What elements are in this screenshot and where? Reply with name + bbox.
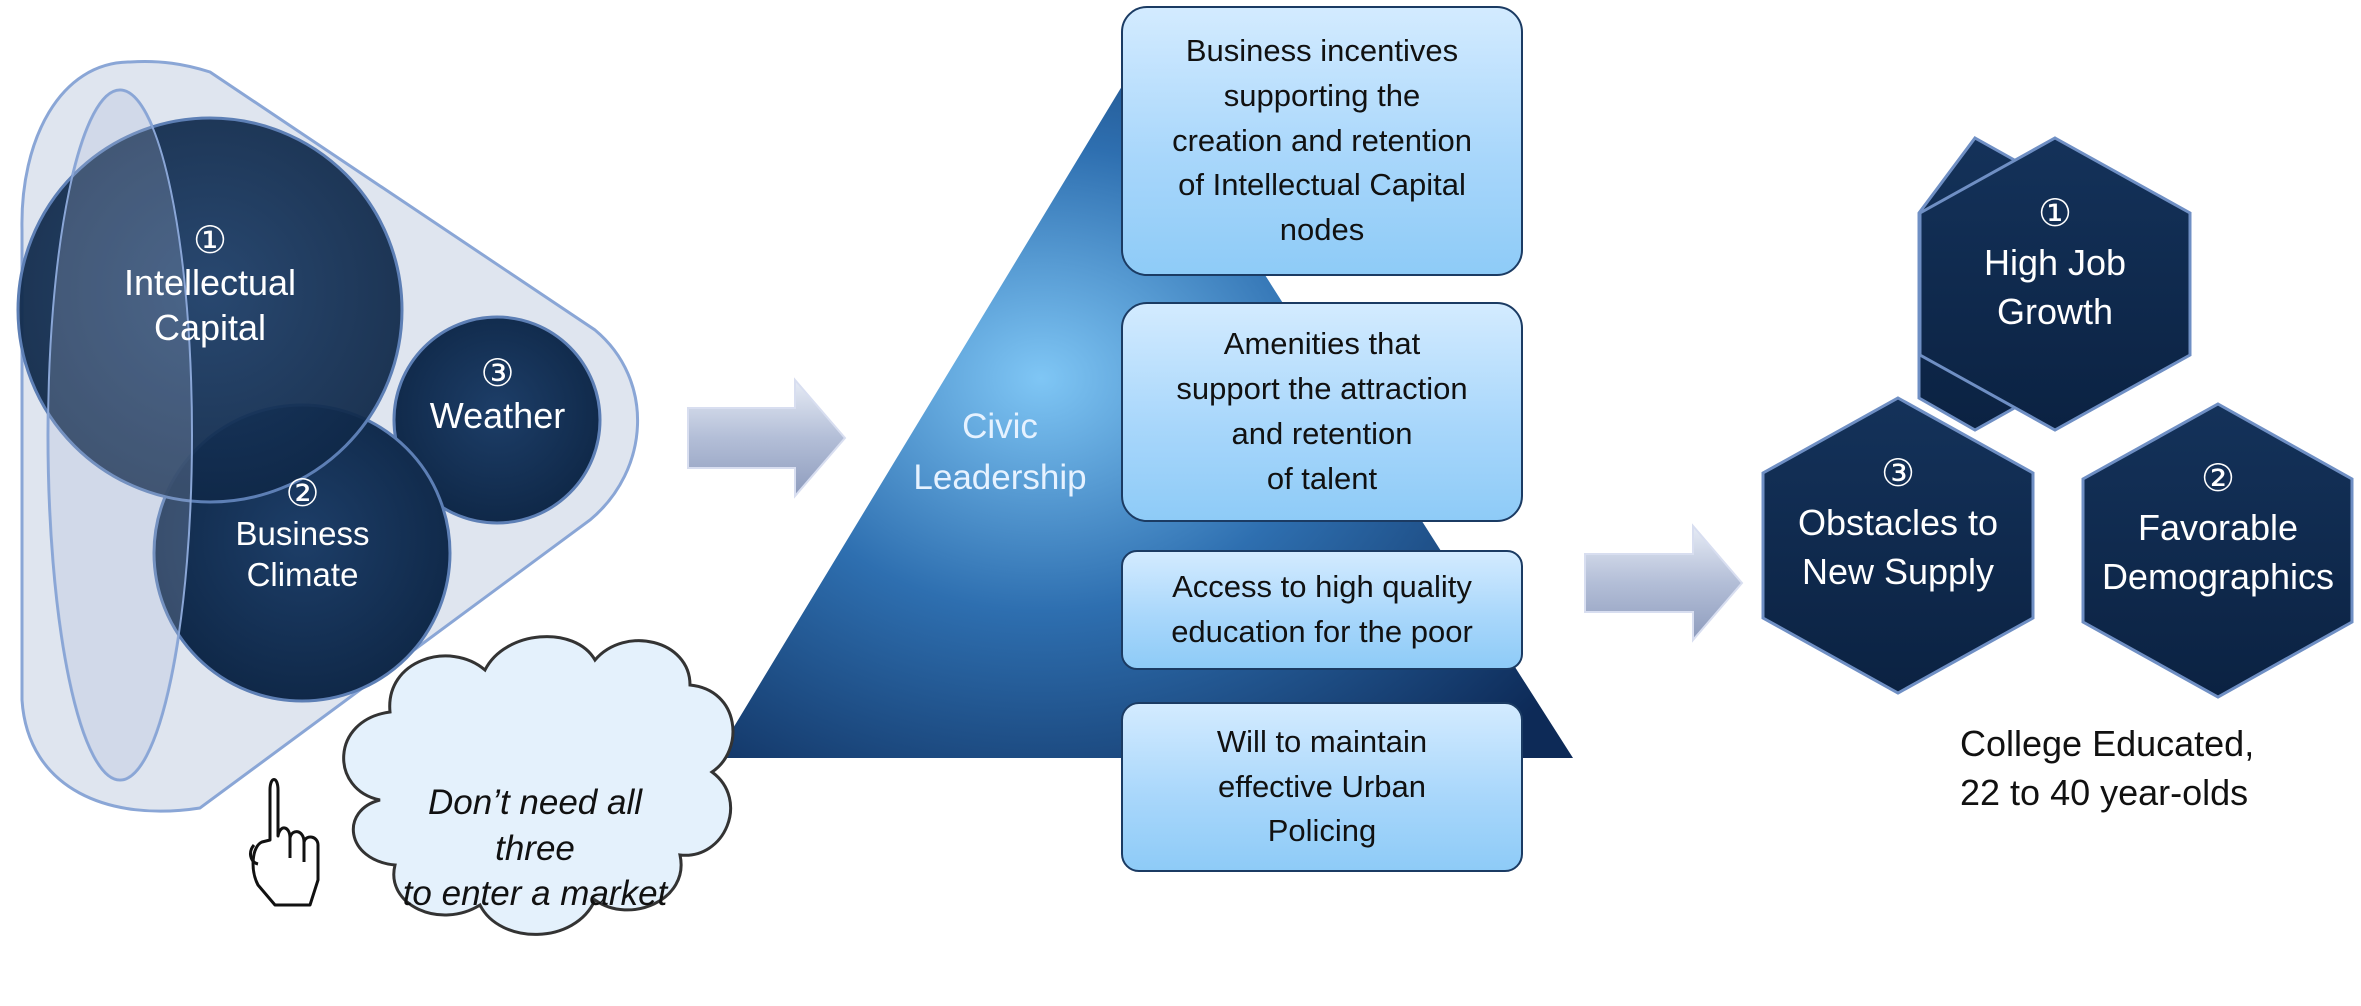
box-business-incentives: Business incentives supporting the creat… [1121,6,1523,276]
cloud-note: Don’t need all three to enter a market [402,783,668,913]
funnel-rim-overlay [47,89,193,781]
hex-number-1: ① [2037,193,2073,235]
number-badge-1: ① [192,220,228,262]
hexagon-obstacles [1761,396,2035,695]
hex-number-2: ② [2200,458,2236,500]
obstacles-label: ③ Obstacles to New Supply [1768,455,2028,596]
favorable-demographics-label: ② Favorable Demographics [2083,460,2353,601]
weather-label: ③ Weather [400,355,595,438]
box-amenities: Amenities that support the attraction an… [1121,302,1523,522]
arrow-right-2 [1584,523,1744,643]
civic-leadership-label: Civic Leadership [913,407,1087,497]
hexagon-favorable-demographics [2081,402,2354,699]
intellectual-capital-circle [16,116,404,504]
business-climate-label: ② Business Climate [180,475,425,596]
arrow-right-1 [687,377,847,499]
demographics-caption: College Educated, 22 to 40 year-olds [1960,723,2255,813]
pointing-hand-icon [249,778,320,907]
number-badge-3: ③ [480,353,515,395]
hex-number-3: ③ [1880,453,1916,495]
high-job-growth-label: ① High Job Growth [1935,195,2175,336]
box-urban-policing: Will to maintain effective Urban Policin… [1121,702,1523,872]
box-education: Access to high quality education for the… [1121,550,1523,670]
thought-cloud [342,635,735,936]
intellectual-capital-label: ① Intellectual Capital [90,222,330,350]
weather-circle [392,315,602,525]
hexagon-high-job-growth-face [1918,136,2192,432]
number-badge-2: ② [285,473,320,515]
